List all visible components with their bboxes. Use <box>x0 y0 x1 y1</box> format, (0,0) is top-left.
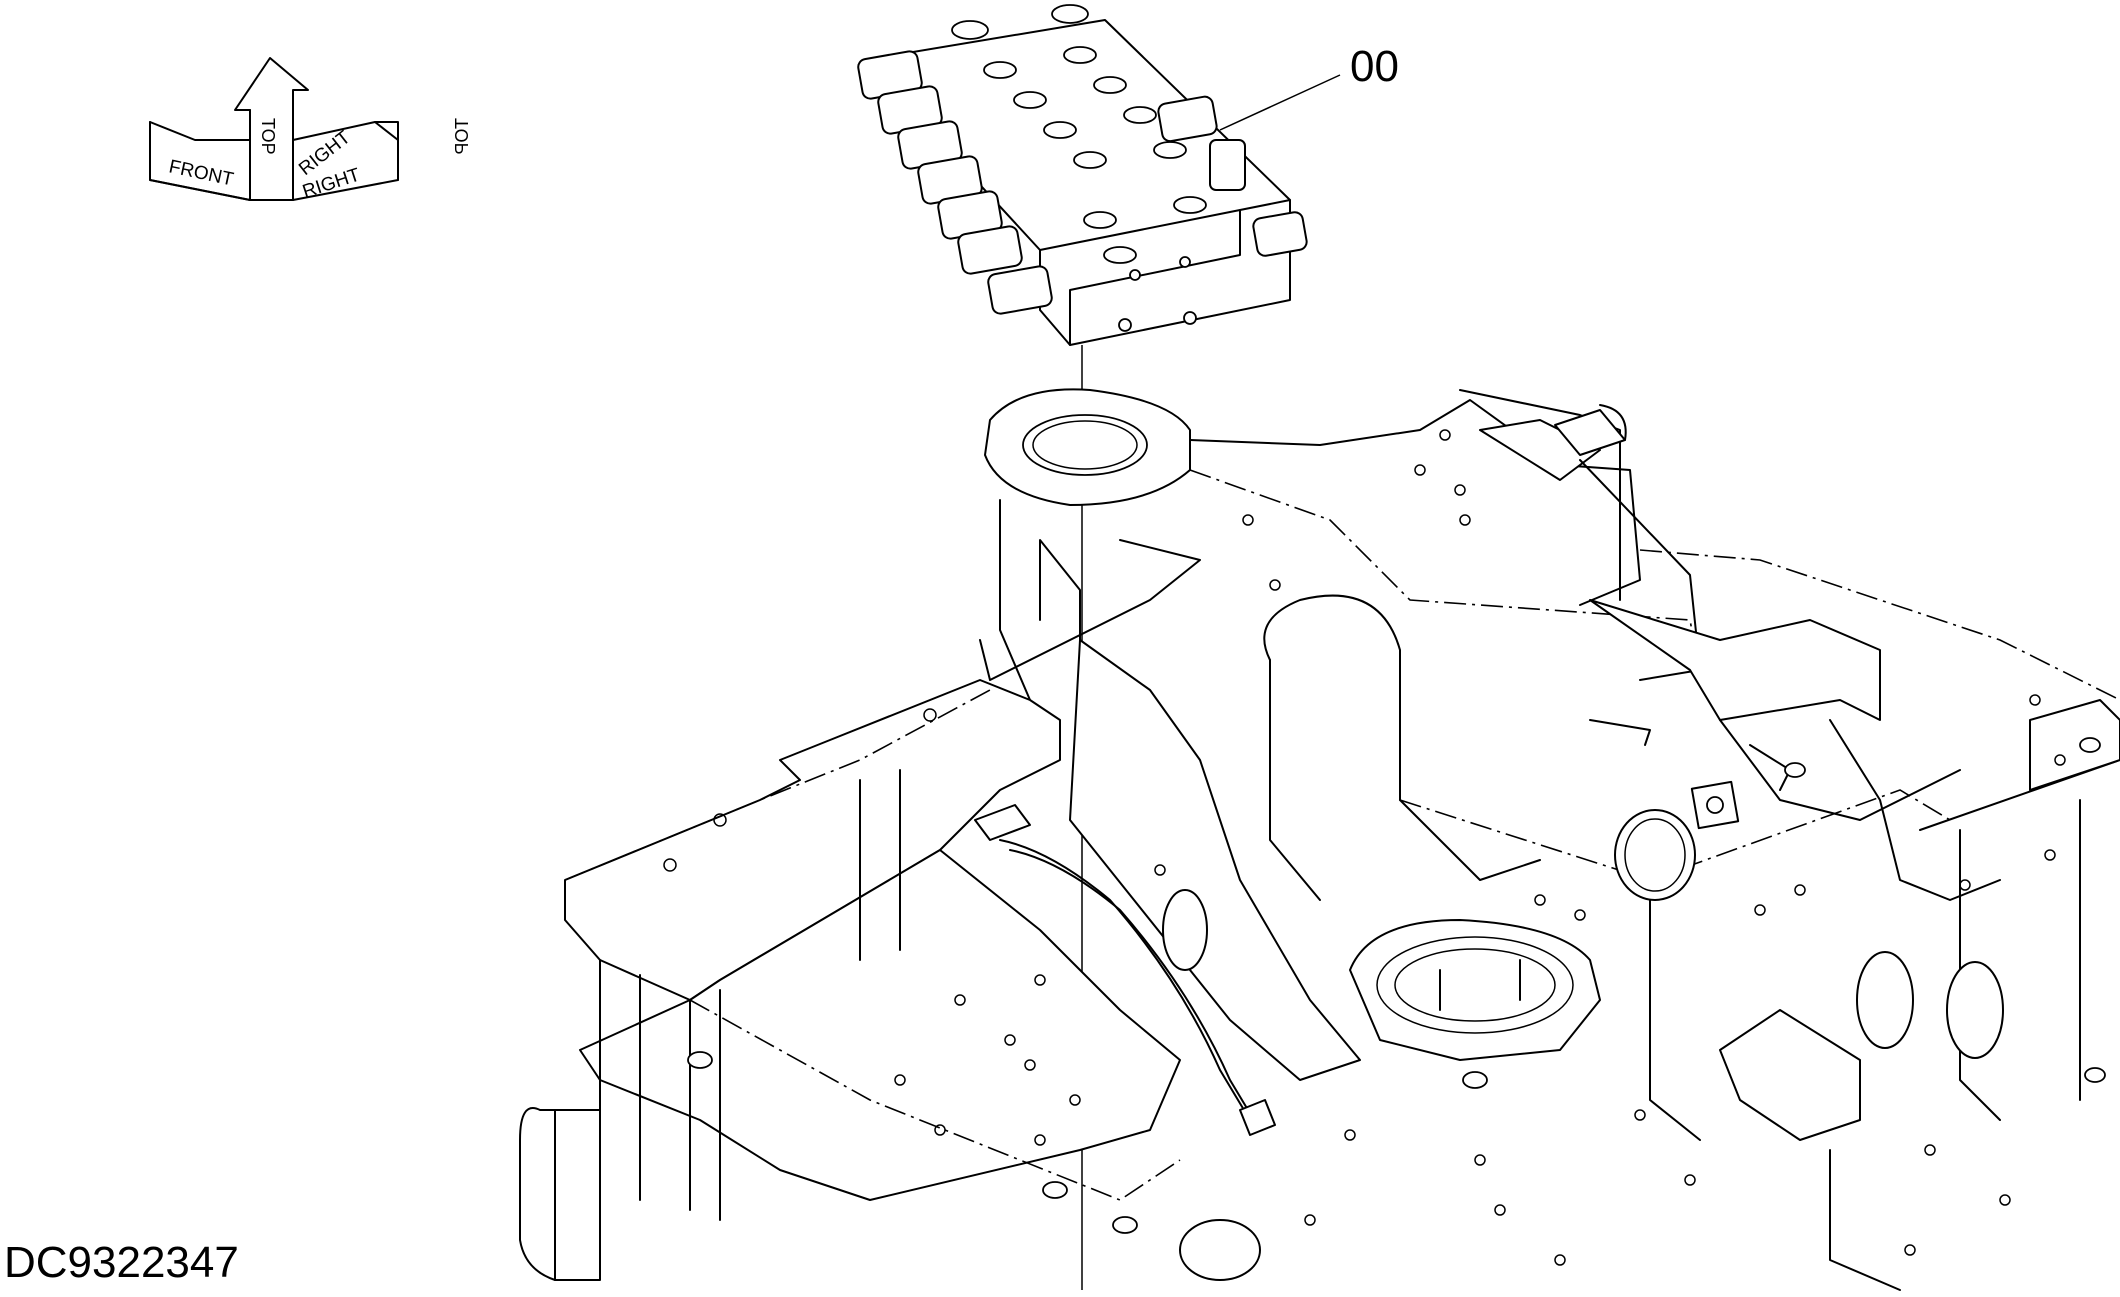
bolts <box>687 737 2106 1234</box>
solenoid-valve-assembly <box>857 4 1308 346</box>
mounting-holes <box>663 429 2066 1266</box>
part-callout-number: 00 <box>1350 42 1399 91</box>
upper-frame <box>519 388 2120 1291</box>
compass-label-top-mirror: TOP <box>452 118 472 155</box>
callout-leader <box>1219 74 1341 131</box>
drawing-code: DC9322347 <box>4 1238 239 1287</box>
compass-label-top: TOP <box>258 118 278 155</box>
solenoid-coils <box>857 50 1308 315</box>
orientation-compass: TOP TOP FRONT FRONT RIGHT RIGHT <box>149 57 472 203</box>
swing-ring <box>1349 919 1601 1061</box>
valve-ports <box>951 4 1207 332</box>
